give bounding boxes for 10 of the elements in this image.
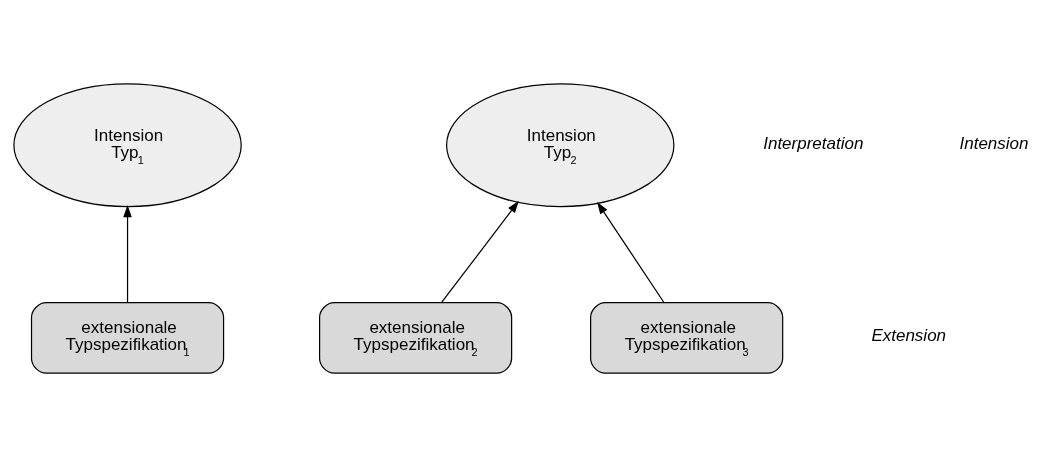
node-box: extensionale Typspezifikation$_{1}$ xyxy=(30,302,225,374)
node-ellipse: Intension Typ$_{2}$ xyxy=(446,83,675,208)
label: Intension xyxy=(959,133,1029,153)
arrow xyxy=(441,200,519,303)
arrow xyxy=(123,204,132,303)
node-ellipse: Intension Typ$_{1}$ xyxy=(13,83,242,208)
arrow xyxy=(597,201,665,303)
label: Interpretation xyxy=(763,133,864,153)
label: Extension xyxy=(871,326,947,346)
node-box: extensionale Typspezifikation$_{3}$ xyxy=(590,302,784,374)
